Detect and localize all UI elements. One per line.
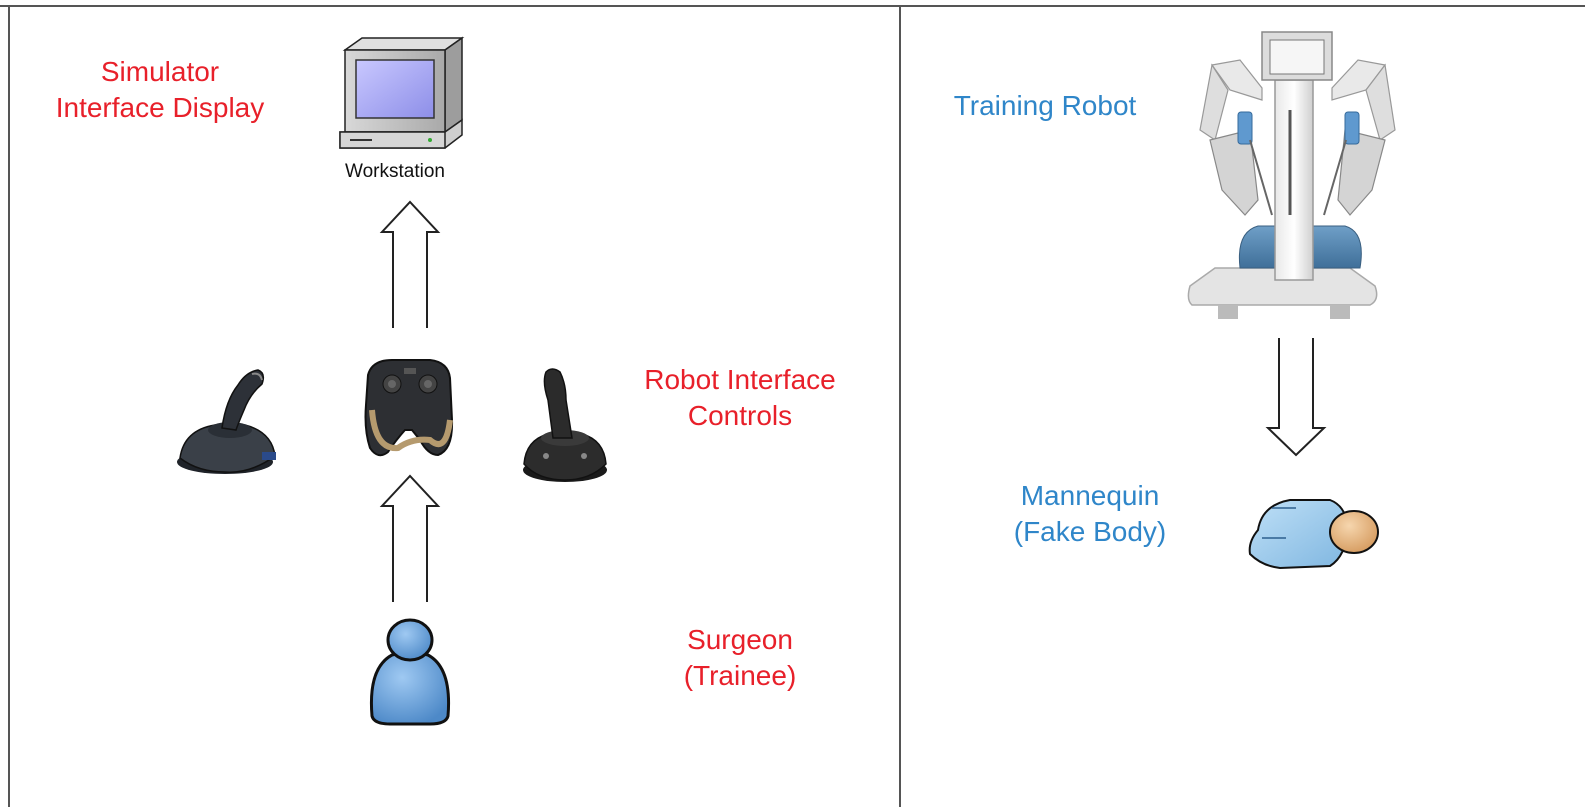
mannequin-label-line2: (Fake Body) (1013, 516, 1167, 548)
training-robot-icon (1187, 31, 1396, 319)
surgeon-label-line1: Surgeon (687, 624, 793, 655)
simulator-interface-display-label: Simulator Interface Display (30, 54, 290, 127)
joystick-left-icon (177, 369, 276, 474)
controls-label-line1: Robot Interface (644, 364, 836, 395)
joystick-right-icon (523, 368, 607, 482)
mannequin-label: Mannequin (Fake Body) (985, 478, 1195, 551)
training-robot-label: Training Robot (953, 90, 1137, 121)
surgeon-label-line2: (Trainee) (683, 660, 797, 692)
mannequin-label-line1: Mannequin (1020, 480, 1160, 511)
arrow-controls-to-workstation (379, 200, 441, 328)
simulator-label-line1: Simulator (100, 56, 220, 87)
controls-label-line2: Controls (687, 400, 793, 432)
workstation-icon (339, 36, 465, 149)
simulator-label-line2: Interface Display (55, 92, 265, 124)
surgeon-trainee-label: Surgeon (Trainee) (650, 622, 830, 695)
mannequin-icon (1248, 499, 1379, 570)
surgeon-person-icon (369, 618, 451, 726)
workstation-label: Workstation (345, 161, 445, 182)
robot-interface-controls-label: Robot Interface Controls (620, 362, 860, 435)
gamepad-icon (364, 359, 454, 457)
arrow-robot-to-mannequin (1265, 338, 1327, 457)
arrow-surgeon-to-controls (379, 474, 441, 602)
